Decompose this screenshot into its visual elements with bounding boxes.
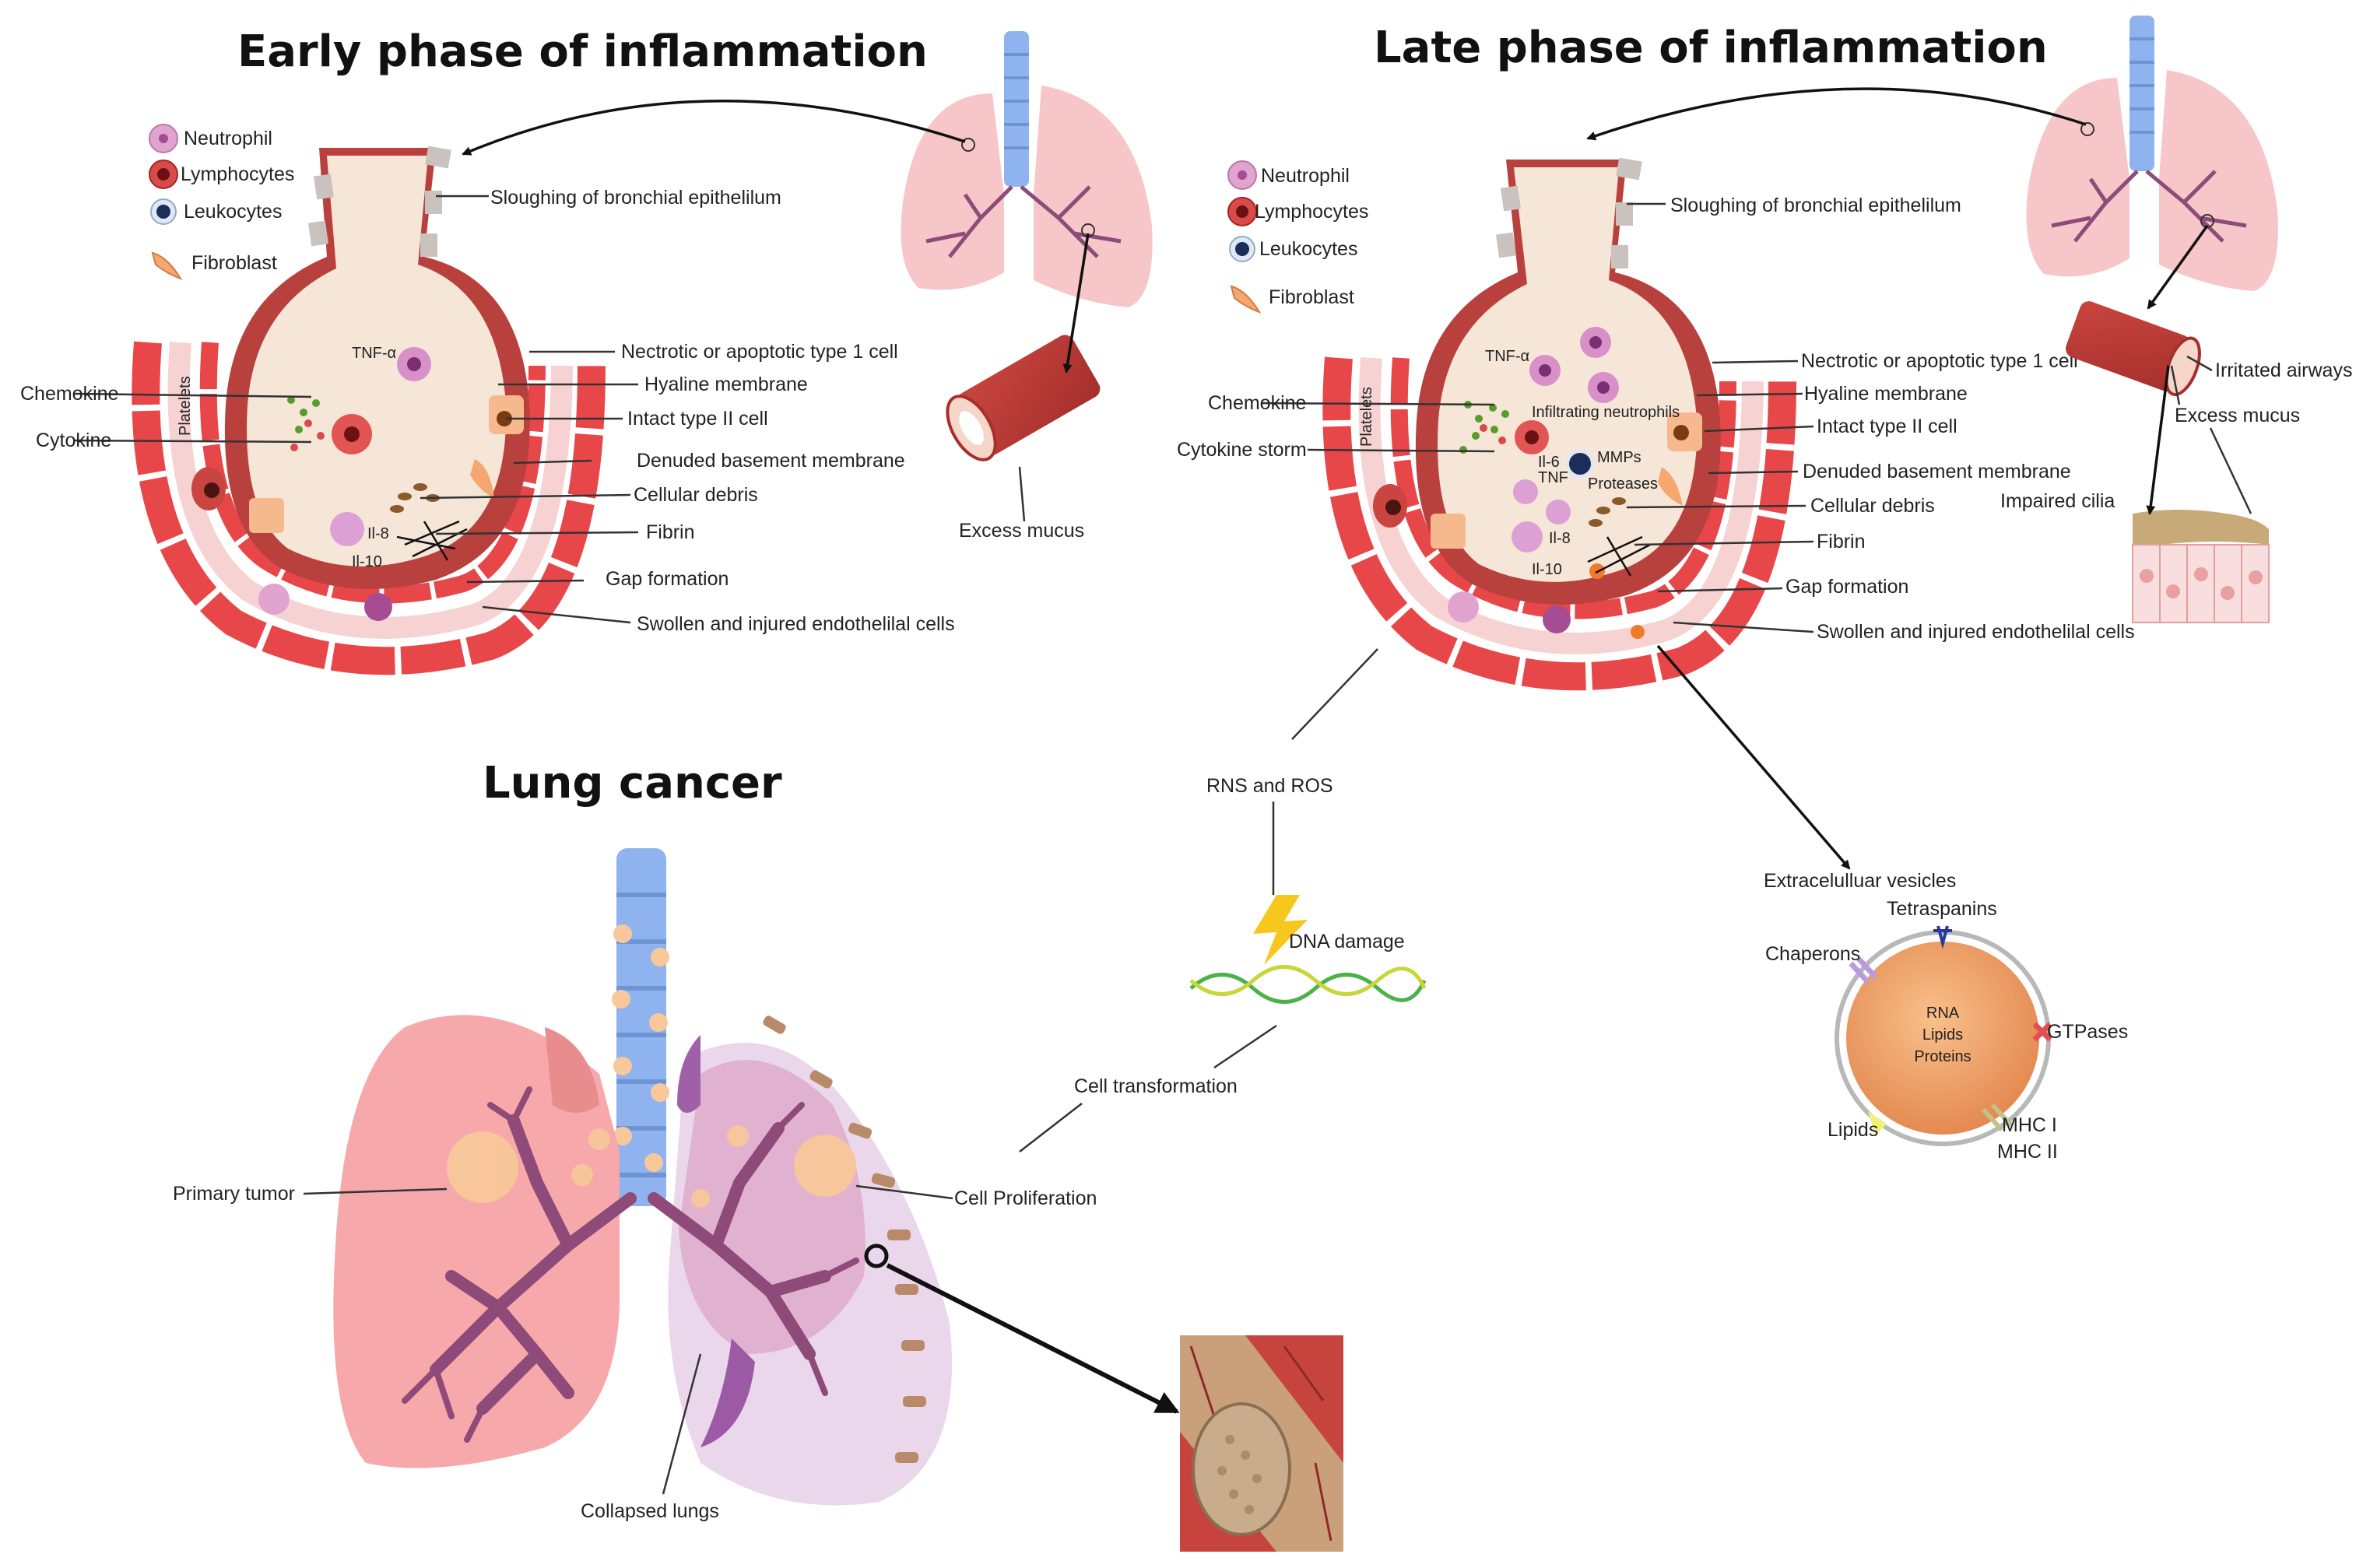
late-il10-label: Il-10 bbox=[1532, 561, 1562, 578]
lipids-label: Lipids bbox=[1828, 1119, 1878, 1141]
dna-damage-label: DNA damage bbox=[1289, 931, 1405, 952]
late-denuded-label: Denuded basement membrane bbox=[1803, 461, 2071, 482]
mhc-icon bbox=[1981, 1103, 2014, 1132]
late-legend-lymphocytes-label: Lymphocytes bbox=[1255, 201, 1368, 223]
il8-label: Il-8 bbox=[367, 525, 389, 542]
early-sloughing-label: Sloughing of bronchial epithelilum bbox=[490, 187, 781, 209]
early-lung-diagram: Excess mucus bbox=[901, 31, 1153, 542]
tetraspanins-label: Tetraspanins bbox=[1887, 898, 1997, 920]
late-lung-diagram: Irritated airways Excess mucus Impaired … bbox=[2000, 16, 2352, 623]
early-fibrin-label: Fibrin bbox=[646, 521, 695, 543]
il6-label: Il-6 bbox=[1538, 454, 1560, 471]
impaired-cilia-label: Impaired cilia bbox=[2000, 490, 2115, 512]
gtpase-icon bbox=[2032, 1022, 2052, 1042]
early-hyaline-label: Hyaline membrane bbox=[644, 374, 808, 395]
cell-proliferation-label: Cell Proliferation bbox=[954, 1187, 1097, 1209]
vesicle-core-proteins: Proteins bbox=[1914, 1048, 1971, 1065]
late-platelets-label: Platelets bbox=[1358, 387, 1375, 447]
early-chemokine-label: Chemokine bbox=[20, 383, 118, 405]
tnf-alpha-label: TNF-α bbox=[352, 345, 396, 362]
late-tnf-alpha-label: TNF-α bbox=[1485, 348, 1529, 365]
early-excess-mucus-label: Excess mucus bbox=[959, 520, 1084, 542]
chaperons-label: Chaperons bbox=[1765, 943, 1860, 965]
lung-cancer-panel: Primary tumor Cell Proliferation Collaps… bbox=[173, 848, 1343, 1552]
early-intact-label: Intact type II cell bbox=[627, 408, 768, 430]
mmps-label: MMPs bbox=[1597, 449, 1641, 466]
collapsed-lungs-label: Collapsed lungs bbox=[581, 1500, 719, 1522]
cell-transformation-label: Cell transformation bbox=[1074, 1075, 1238, 1097]
late-phase-panel: Neutrophil Lymphocytes Leukocytes Fibrob… bbox=[1177, 16, 2352, 691]
legend-neutrophil-label: Neutrophil bbox=[184, 128, 272, 149]
late-legend-fibroblast-label: Fibroblast bbox=[1269, 286, 1354, 308]
early-phase-panel: Neutrophil Lymphocytes Leukocytes Fibrob… bbox=[20, 31, 1153, 675]
chaperon-icon bbox=[1849, 956, 1878, 984]
proteases-label: Proteases bbox=[1588, 475, 1658, 493]
left-lung bbox=[333, 1015, 620, 1468]
tnf-label: TNF bbox=[1538, 469, 1568, 486]
late-swollen-label: Swollen and injured endothelilal cells bbox=[1817, 621, 2135, 643]
mhc1-label: MHC I bbox=[2002, 1114, 2057, 1136]
late-intact-label: Intact type II cell bbox=[1817, 416, 1957, 437]
lightning-icon bbox=[1253, 895, 1308, 965]
late-alveolus: Platelets TNF-α Infiltrating neutrophils… bbox=[1322, 157, 1796, 691]
early-swollen-label: Swollen and injured endothelilal cells bbox=[637, 613, 955, 635]
extracellular-vesicle: Extracelulluar vesicles Tetraspanins RNA… bbox=[1656, 644, 2128, 1163]
irritated-airways-label: Irritated airways bbox=[2215, 360, 2352, 381]
late-gap-label: Gap formation bbox=[1785, 576, 1908, 598]
late-fibrin-label: Fibrin bbox=[1817, 531, 1866, 552]
impaired-cilia-epithelium bbox=[2132, 510, 2270, 623]
early-denuded-label: Denuded basement membrane bbox=[637, 450, 905, 472]
late-chemokine-label: Chemokine bbox=[1208, 392, 1306, 414]
early-phase-title: Early phase of inflammation bbox=[237, 26, 928, 77]
platelets-label: Platelets bbox=[177, 376, 194, 436]
early-excess-mucus-airway bbox=[946, 335, 1101, 461]
lung-cancer-title: Lung cancer bbox=[483, 758, 782, 809]
cytokine-storm-label: Cytokine storm bbox=[1177, 439, 1307, 461]
rns-ros-label: RNS and ROS bbox=[1206, 775, 1333, 797]
early-debris-label: Cellular debris bbox=[634, 484, 758, 506]
il10-label: Il-10 bbox=[352, 553, 382, 570]
zoomed-tumor-tissue bbox=[1180, 1335, 1343, 1552]
late-legend: Neutrophil Lymphocytes Leukocytes Fibrob… bbox=[1227, 160, 1368, 314]
mhc2-label: MHC II bbox=[1997, 1141, 2058, 1163]
legend-leukocytes-label: Leukocytes bbox=[184, 201, 282, 223]
legend-fibroblast-label: Fibroblast bbox=[191, 252, 277, 274]
late-fibroblast-legend-icon bbox=[1230, 285, 1262, 314]
dna-damage-pathway: RNS and ROS DNA damage Cell transformati… bbox=[1019, 648, 1427, 1152]
vesicle-title: Extracelulluar vesicles bbox=[1764, 870, 1956, 892]
late-necrotic-label: Nectrotic or apoptotic type 1 cell bbox=[1801, 350, 2078, 372]
primary-tumor bbox=[447, 1131, 518, 1203]
early-cytokine-label: Cytokine bbox=[36, 430, 111, 451]
legend-lymphocytes-label: Lymphocytes bbox=[181, 163, 294, 185]
late-debris-label: Cellular debris bbox=[1810, 495, 1935, 517]
late-legend-leukocytes-label: Leukocytes bbox=[1259, 238, 1357, 260]
late-excess-mucus-label: Excess mucus bbox=[2175, 405, 2300, 426]
gtpases-label: GTPases bbox=[2047, 1021, 2128, 1043]
lipid-icon bbox=[1868, 1111, 1887, 1136]
irritated-airway bbox=[2066, 301, 2201, 397]
late-il8-label: Il-8 bbox=[1549, 530, 1571, 547]
dna-helix-icon bbox=[1189, 965, 1427, 1004]
infiltrating-neutrophils-label: Infiltrating neutrophils bbox=[1532, 404, 1680, 421]
vesicle-core-rna: RNA bbox=[1926, 1005, 1960, 1022]
late-legend-neutrophil-label: Neutrophil bbox=[1261, 165, 1350, 187]
late-callouts bbox=[1260, 202, 1814, 633]
tetraspanin-icon bbox=[1933, 925, 1952, 949]
early-necrotic-label: Nectrotic or apoptotic type 1 cell bbox=[621, 341, 898, 363]
early-callouts bbox=[73, 195, 639, 624]
late-hyaline-label: Hyaline membrane bbox=[1804, 383, 1968, 405]
late-sloughing-label: Sloughing of bronchial epithelilum bbox=[1670, 195, 1961, 216]
magnifier-circle-icon bbox=[864, 1244, 889, 1268]
vesicle-core-lipids: Lipids bbox=[1922, 1026, 1963, 1044]
late-phase-title: Late phase of inflammation bbox=[1374, 23, 2048, 73]
primary-tumor-label: Primary tumor bbox=[173, 1183, 295, 1205]
early-legend: Neutrophil Lymphocytes Leukocytes Fibrob… bbox=[149, 124, 294, 280]
early-gap-label: Gap formation bbox=[606, 568, 729, 590]
fibroblast-legend-icon bbox=[151, 251, 183, 280]
early-alveolus: Platelets TNF-α Il-8 Il-10 bbox=[132, 146, 606, 675]
vesicle-core bbox=[1846, 942, 2039, 1135]
